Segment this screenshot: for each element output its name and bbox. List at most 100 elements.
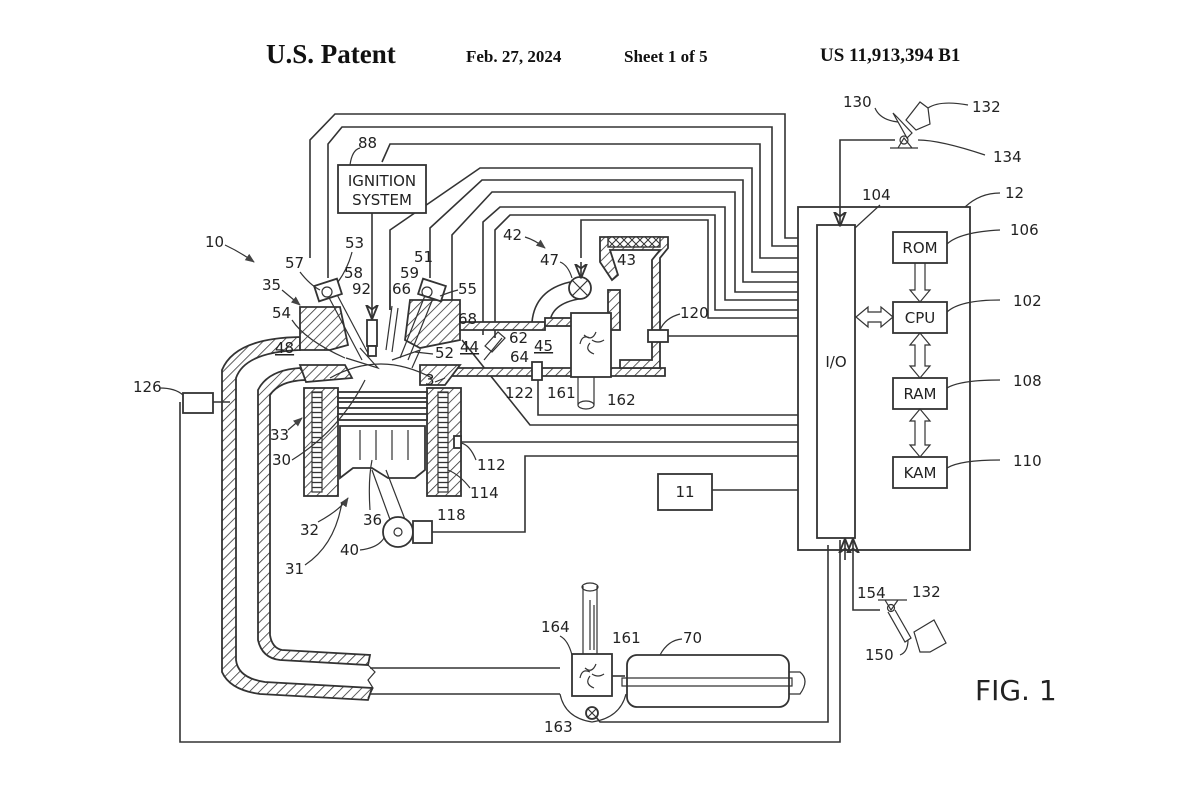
ref-126: 126 [133,378,162,396]
ref-68: 68 [458,310,477,328]
leader-30 [291,379,366,461]
brake-pedal-mount [890,136,918,149]
exhaust-aftertreatment: 164 161 70 163 [541,582,806,736]
patent-number: US 11,913,394 B1 [820,45,961,66]
signal-line-6 [482,206,817,335]
intake-wall-top [459,321,546,331]
accel-pedal-pivot [886,603,896,613]
fuel-injector [385,305,399,353]
compressor-fan-icon [579,331,605,355]
leader-12 [964,192,1001,208]
accelerator-pedal-assembly: 154 132 150 [853,540,947,664]
ref-12: 12 [1005,184,1024,202]
leader-47 [559,261,573,279]
ref-112: 112 [477,456,506,474]
publication-date: Feb. 27, 2024 [466,47,562,66]
ref-88: 88 [358,134,377,152]
cpu-label: CPU [905,309,936,327]
figure-caption: FIG. 1 [975,674,1057,707]
ref-106: 106 [1010,221,1039,239]
leader-114 [447,469,471,489]
ref-62: 62 [509,329,528,347]
emission-tailpipe [621,677,793,687]
crankshaft [382,516,414,548]
ref-3: 3 [425,371,435,389]
signal-line-1 [309,113,817,258]
io-cpu-arrow-icon [855,305,894,329]
signal-line-4 [429,179,817,283]
leader-32 [317,497,349,523]
ignition-system: IGNITION SYSTEM 88 [337,134,427,318]
ref-132-top: 132 [972,98,1001,116]
ref-70: 70 [683,629,702,647]
ref-150: 150 [865,646,894,664]
signal-line-126 [179,402,841,743]
leader-36 [368,459,373,511]
ref-47: 47 [540,251,559,269]
temp-sensor-112 [453,435,462,449]
turbine-shaft-shading [589,600,595,650]
brake-pedal-pivot [899,135,909,145]
leader-110 [946,459,1001,469]
exhaust-sensor-126 [182,392,214,414]
ref-57: 57 [285,254,304,272]
leader-88 [349,147,361,166]
signal-line-valve47 [580,219,817,319]
piston [339,425,426,480]
ref-64: 64 [510,348,529,366]
turbine-bypass [559,693,627,723]
accel-pedal-arm [887,609,912,643]
ref-162: 162 [607,391,636,409]
head-lower-right [419,364,462,386]
signal-line-ignition [381,143,817,259]
controller-12: I/O ROM CPU RAM KAM 106 102 108 110 104 … [797,184,1042,551]
cooling-sleeve-right [437,391,449,493]
leader-42 [524,236,546,249]
ref-154: 154 [857,584,886,602]
throttle-body [484,331,506,353]
leader-10 [224,244,255,263]
signal-line-3 [389,167,817,310]
ref-164: 164 [541,618,570,636]
brake-pedal-arm [892,112,913,139]
ref-104: 104 [862,186,891,204]
io-label: I/O [825,353,846,371]
kam-label: KAM [904,464,937,482]
leader-104 [854,204,881,229]
piston-ring-1 [337,391,428,399]
emission-device-70 [626,654,790,708]
ref-122: 122 [505,384,534,402]
signal-line-118 [432,456,817,533]
ref-45: 45 [534,337,553,355]
leader-150 [899,639,909,656]
leader-102 [946,299,1001,313]
block-11-label: 11 [675,483,694,501]
ref-108: 108 [1013,372,1042,390]
pipe-break-icon [367,664,376,699]
leader-52 [414,351,434,355]
accel-pedal-mount [878,599,907,612]
foot-top [905,101,931,131]
ram-kam-arrow-icon [908,408,932,458]
brake-signal-line [840,139,895,225]
block-11 [657,473,713,511]
leader-33 [287,417,303,431]
leader-120 [659,313,681,331]
exhaust-manifold-inner [257,367,372,666]
leader-112 [460,442,477,461]
leader-130 [874,107,899,123]
turbine-fan-icon [579,663,605,689]
exhaust-cam-box [312,277,344,303]
leader-3 [434,377,446,383]
ref-31: 31 [285,560,304,578]
intake-valve-stem [399,287,437,361]
ref-51: 51 [414,248,433,266]
exhaust-valve-stem [324,286,371,361]
kam-block [892,456,948,489]
ref-52: 52 [435,344,454,362]
ref-44: 44 [460,338,479,356]
combustion-chamber [329,363,433,379]
leader-54 [291,319,346,359]
ref-118: 118 [437,506,466,524]
